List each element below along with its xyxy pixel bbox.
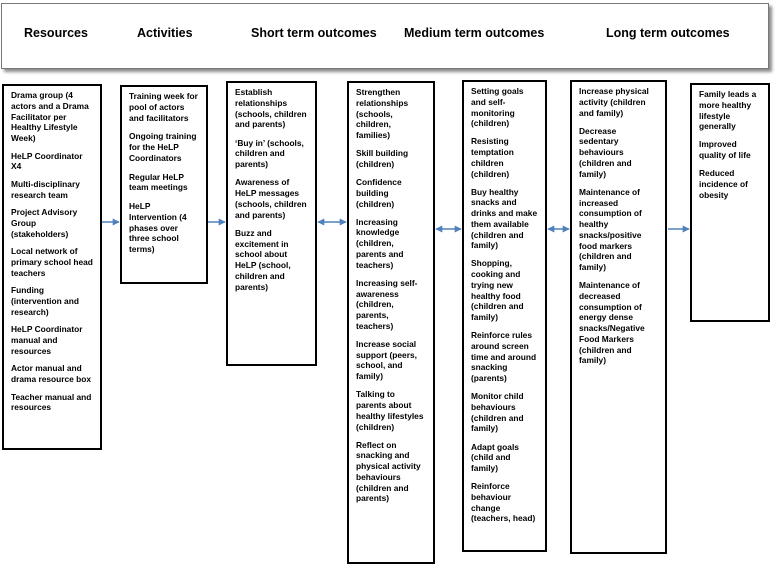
medium-term-item: Monitor child behaviours (children and f… [471,391,524,434]
medium-term-item: Increasing self-awareness (children, par… [356,277,418,331]
header-bar [1,3,769,69]
medium-term-item: Reflect on snacking and physical activit… [356,439,421,504]
resource-item: HeLP Coordinator X4 [11,150,83,172]
resource-item: Teacher manual and resources [11,391,92,413]
medium-term-item: Setting goals and self-monitoring (child… [471,86,524,129]
short-term-item: ‘Buy in’ (schools, children and parents) [235,137,304,170]
short-term-item: Establish relationships (schools, childr… [235,87,307,130]
medium-term-item: Strengthen relationships (schools, child… [356,87,409,140]
short-term-item: Awareness of HeLP messages (schools, chi… [235,177,307,220]
final-outcome-item: Family leads a more healthy lifestyle ge… [699,89,757,132]
header-long-term: Long term outcomes [606,26,730,40]
long-term-item: Maintenance of decreased consumption of … [579,280,645,366]
resource-item: Multi-disciplinary research team [11,178,80,200]
medium-term-item: Skill building (children) [356,148,409,169]
medium-term-item: Talking to parents about healthy lifesty… [356,389,424,432]
long-term-item: Decrease sedentary behaviours (children … [579,125,632,179]
long-term-item: Maintenance of increased consumption of … [579,186,642,273]
medium-term-item: Shopping, cooking and trying new healthy… [471,258,524,323]
header-activities: Activities [137,26,193,40]
header-resources: Resources [24,26,88,40]
resource-item: Local network of primary school head tea… [11,246,93,278]
resource-item: HeLP Coordinator manual and resources [11,324,83,356]
medium-term-item: Increasing knowledge (children, parents … [356,216,404,270]
header-medium-term: Medium term outcomes [404,26,545,40]
activity-item: HeLP Intervention (4 phases over three s… [129,201,187,254]
resource-item: Drama group (4 actors and a Drama Facili… [11,90,89,143]
header-short-term: Short term outcomes [251,26,377,40]
activity-item: Regular HeLP team meetings [129,171,188,193]
medium-term-box-a: Strengthen relationships (schools, child… [347,81,435,564]
medium-term-item: Reinforce behaviour change (teachers, he… [471,481,536,524]
activities-box: Training week for pool of actors and fac… [120,85,208,284]
final-outcome-box: Family leads a more healthy lifestyle ge… [690,83,770,322]
final-outcome-item: Improved quality of life [699,139,751,161]
short-term-box: Establish relationships (schools, childr… [226,81,317,366]
resource-item: Project Advisory Group (stakeholders) [11,207,78,239]
medium-term-item: Confidence building (children) [356,177,402,209]
medium-term-item: Increase social support (peers, school, … [356,338,417,382]
resource-item: Actor manual and drama resource box [11,363,92,385]
medium-term-item: Reinforce rules around screen time and a… [471,330,537,384]
activity-item: Ongoing training for the HeLP Coordinato… [129,131,197,163]
short-term-item: Buzz and excitement in school about HeLP… [235,227,291,292]
resource-item: Funding (intervention and research) [11,285,79,317]
medium-term-item: Adapt goals (child and family) [471,441,519,474]
final-outcome-item: Reduced incidence of obesity [699,168,748,200]
long-term-box: Increase physical activity (children and… [570,80,667,554]
medium-term-item: Resisting temptation children (children) [471,136,514,179]
resources-box: Drama group (4 actors and a Drama Facili… [2,84,102,450]
activity-item: Training week for pool of actors and fac… [129,91,198,123]
long-term-item: Increase physical activity (children and… [579,86,649,118]
medium-term-item: Buy healthy snacks and drinks and make t… [471,186,538,251]
medium-term-box-b: Setting goals and self-monitoring (child… [462,80,547,552]
